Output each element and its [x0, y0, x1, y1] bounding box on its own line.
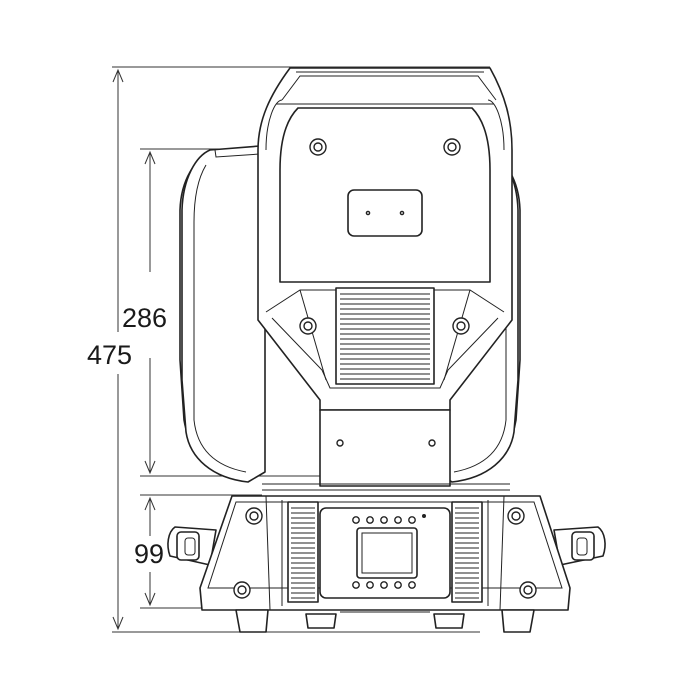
- base-screw: [519, 581, 537, 599]
- base-screws: [233, 507, 537, 599]
- panel-button-icon: [394, 581, 402, 589]
- panel-button-icon: [394, 516, 402, 524]
- base-screw: [233, 581, 251, 599]
- status-led-icon: [422, 514, 426, 518]
- panel-button-icon: [366, 581, 374, 589]
- head-screw: [452, 317, 470, 335]
- dimension-base-height-label: 99: [134, 539, 164, 569]
- head-cooling-vent: [335, 287, 435, 385]
- base-screw: [507, 507, 525, 525]
- panel-button-icon: [408, 516, 416, 524]
- dimension-extension-lines: [112, 66, 490, 633]
- fixture-neck: [262, 409, 510, 491]
- base-clamp-right: [433, 613, 465, 629]
- head-label-plate: [347, 189, 423, 237]
- base-clamp-left: [305, 613, 337, 629]
- dimension-yoke-height: 286: [122, 150, 167, 475]
- panel-button-icon: [408, 581, 416, 589]
- head-screw: [443, 138, 461, 156]
- dimension-total-height-label: 475: [87, 340, 132, 370]
- base-handle-left: [167, 526, 217, 566]
- head-screws: [299, 138, 470, 335]
- dimension-base-height: 99: [134, 496, 164, 607]
- panel-button-icon: [352, 516, 360, 524]
- dimension-yoke-height-label: 286: [122, 303, 167, 333]
- panel-button-icon: [380, 581, 388, 589]
- panel-button-icon: [380, 516, 388, 524]
- base-handle-right: [553, 526, 606, 566]
- base-vent-right: [451, 501, 483, 603]
- yoke-outer-left: [181, 145, 266, 483]
- head-screw: [299, 317, 317, 335]
- dimension-total-height: 475: [87, 68, 132, 631]
- base-screw: [245, 507, 263, 525]
- base-foot-right: [501, 609, 535, 633]
- control-display: [356, 527, 418, 579]
- base-foot-left: [235, 609, 269, 633]
- head-screw: [309, 138, 327, 156]
- control-panel: [319, 507, 451, 599]
- base-vent-left: [287, 501, 319, 603]
- panel-button-icon: [352, 581, 360, 589]
- panel-button-icon: [366, 516, 374, 524]
